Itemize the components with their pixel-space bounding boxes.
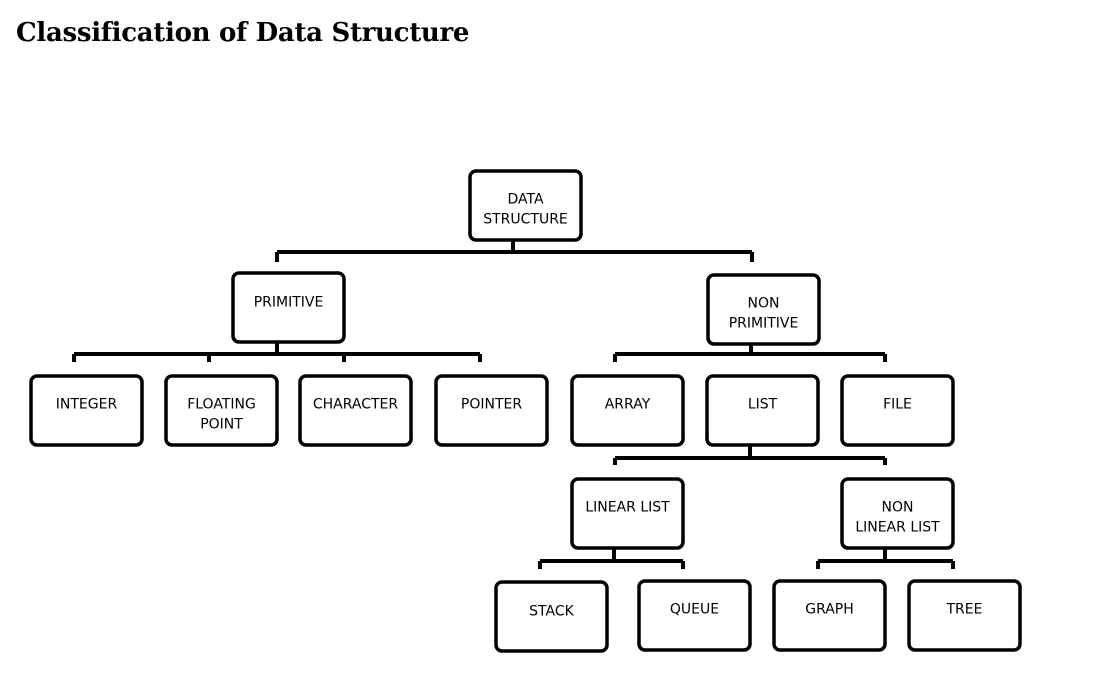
node-stack: STACK: [494, 580, 609, 653]
node-box: [494, 580, 609, 653]
node-label: POINT: [200, 417, 243, 433]
node-integer: INTEGER: [29, 374, 144, 447]
node-label: PRIMITIVE: [729, 316, 799, 332]
list-connector: [613, 445, 887, 465]
node-label: DATA: [507, 192, 543, 208]
node-box: [570, 477, 685, 550]
node-box: [468, 169, 583, 242]
node-label: LINEAR LIST: [855, 520, 940, 536]
node-tree: TREE: [907, 579, 1022, 652]
node-label: NON: [748, 296, 780, 312]
node-file: FILE: [840, 374, 955, 447]
node-label: PRIMITIVE: [254, 295, 324, 311]
node-box: [231, 271, 346, 344]
node-non-linear-list: NON LINEAR LIST: [840, 477, 955, 550]
node-label: NON: [882, 500, 914, 516]
node-character: CHARACTER: [298, 374, 413, 447]
node-box: [907, 579, 1022, 652]
node-box: [705, 374, 820, 447]
node-non-primitive: NON PRIMITIVE: [706, 273, 821, 346]
node-box: [570, 374, 685, 447]
node-label: GRAPH: [805, 602, 854, 618]
node-box: [840, 477, 955, 550]
node-box: [164, 374, 279, 447]
node-layer: DATA STRUCTURE PRIMITIVE NON PRIMITIVE INTEGE…: [29, 169, 1022, 653]
node-label: LIST: [748, 397, 778, 413]
node-label: CHARACTER: [313, 397, 399, 413]
node-floating-point: FLOATING POINT: [164, 374, 279, 447]
non-primitive-connector: [613, 344, 887, 362]
node-box: [29, 374, 144, 447]
node-label: POINTER: [461, 397, 522, 413]
node-label: FLOATING: [187, 397, 256, 413]
node-list: LIST: [705, 374, 820, 447]
node-linear-list: LINEAR LIST: [570, 477, 685, 550]
data-structure-connector: [275, 240, 754, 262]
node-pointer: POINTER: [434, 374, 549, 447]
non-linear-list-connector: [816, 548, 955, 569]
node-label: FILE: [883, 397, 912, 413]
node-primitive: PRIMITIVE: [231, 271, 346, 344]
node-graph: GRAPH: [772, 579, 887, 652]
node-label: QUEUE: [670, 602, 719, 618]
node-label: TREE: [946, 602, 983, 618]
node-label: INTEGER: [56, 397, 118, 413]
node-array: ARRAY: [570, 374, 685, 447]
linear-list-connector: [538, 548, 685, 569]
node-box: [434, 374, 549, 447]
node-box: [706, 273, 821, 346]
node-box: [772, 579, 887, 652]
node-box: [637, 579, 752, 652]
node-label: STACK: [529, 604, 574, 620]
node-label: LINEAR LIST: [585, 500, 670, 516]
node-label: ARRAY: [605, 397, 651, 413]
node-queue: QUEUE: [637, 579, 752, 652]
node-label: STRUCTURE: [483, 212, 568, 228]
node-data-structure: DATA STRUCTURE: [468, 169, 583, 242]
node-box: [840, 374, 955, 447]
primitive-connector: [72, 342, 482, 362]
node-box: [298, 374, 413, 447]
connector-layer: [72, 240, 955, 569]
page-title: Classification of Data Structure: [16, 18, 470, 48]
